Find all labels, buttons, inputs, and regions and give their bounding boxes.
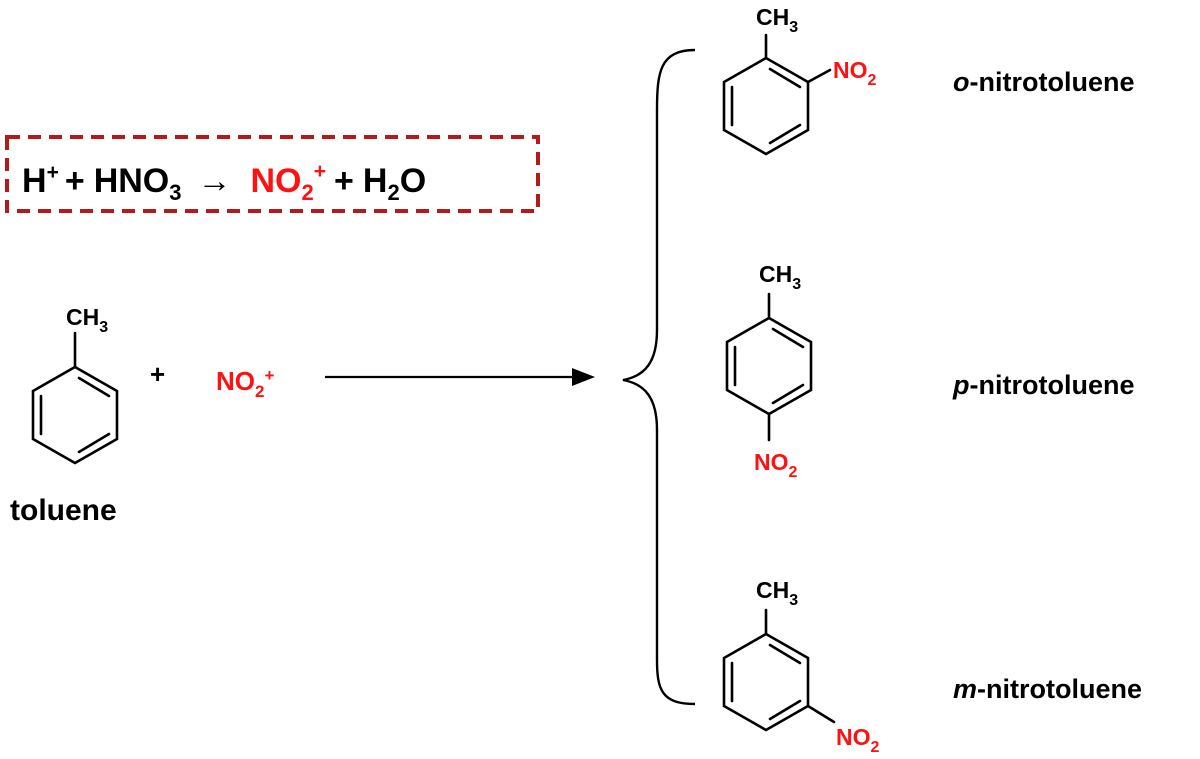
meta-product-name: m-nitrotoluene [953,674,1142,704]
para-product-name: p-nitrotoluene [952,370,1134,400]
nitronium-ion: NO2+ [216,366,274,401]
reactant-plus: + [150,359,165,389]
toluene-methyl-label: CH3 [66,304,108,336]
equation-dashed-box [5,135,540,213]
meta-inner-bond [768,699,802,721]
para-nitro-label: NO2 [754,449,798,481]
para-inner-bond [771,383,805,405]
meta-nitro-label: NO2 [836,724,880,756]
para-methyl-label: CH3 [759,261,801,293]
ortho-nitro-bond [806,68,832,84]
meta-nitrotoluene-structure [722,608,836,732]
para-inner-bond [771,327,805,349]
equation-text: H++HNO3→NO2++H2O [22,160,426,205]
toluene-inner-bond [77,432,111,454]
toluene-structure [31,331,119,465]
meta-benzene-ring [722,632,810,732]
ortho-inner-bond [768,67,802,89]
ortho-product-name: o-nitrotoluene [953,67,1134,97]
toluene-benzene-ring [31,365,119,465]
reaction-arrow [325,368,595,386]
meta-methyl-label: CH3 [756,577,798,609]
para-benzene-ring [725,316,813,416]
toluene-inner-bond [77,376,111,398]
ortho-nitrotoluene-structure [722,33,832,156]
product-brace [622,48,696,706]
ortho-inner-bond [768,123,802,145]
toluene-name: toluene [10,494,117,527]
activation-equation: H++HNO3→NO2++H2O [5,135,540,213]
ortho-nitro-label: NO2 [833,57,877,89]
ortho-benzene-ring [722,56,810,156]
para-nitrotoluene-structure [725,292,813,442]
arrow-head [572,368,595,386]
ortho-methyl-label: CH3 [756,4,798,36]
meta-nitro-bond [806,704,836,724]
meta-inner-bond [768,643,802,665]
